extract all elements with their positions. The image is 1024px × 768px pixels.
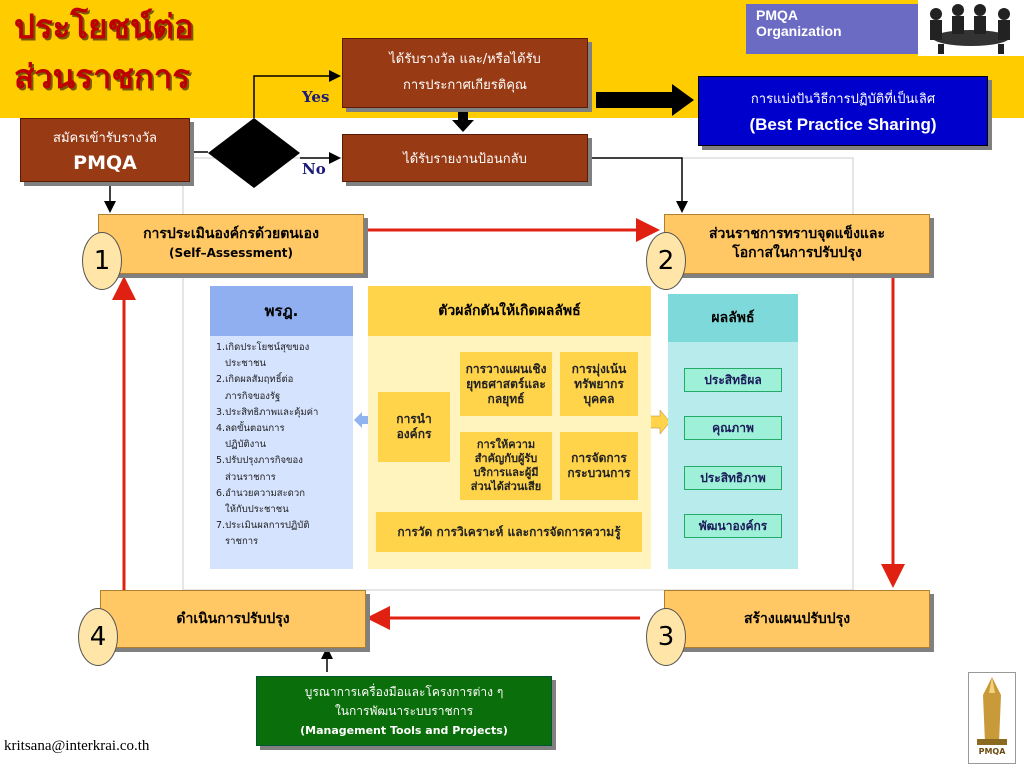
logo-text: PMQA xyxy=(978,747,1006,756)
strategy-box: การวางแผนเชิงยุทธศาสตร์และกลยุทธ์ xyxy=(460,352,552,416)
step-number-4: 4 xyxy=(78,608,118,666)
award-line-1: ได้รับรางวัล และ/หรือได้รับ xyxy=(389,52,541,67)
results-title: ผลลัพธ์ xyxy=(668,294,798,342)
vision-item: 2.เกิดผลสัมฤทธิ์ต่อ xyxy=(216,374,294,386)
feedback-label: ได้รับรายงานป้อนกลับ xyxy=(403,151,527,167)
footer-email: kritsana@interkrai.co.th xyxy=(4,738,150,754)
measurement-box: การวัด การวิเคราะห์ และการจัดการความรู้ xyxy=(376,512,642,552)
best-line-2: (Best Practice Sharing) xyxy=(749,114,937,134)
meeting-people-icon xyxy=(918,0,1024,56)
org-badge: PMQA Organization xyxy=(746,4,918,54)
award-box: ได้รับรางวัล และ/หรือได้รับ การประกาศเกี… xyxy=(342,38,588,108)
strategy-label: การวางแผนเชิงยุทธศาสตร์และกลยุทธ์ xyxy=(465,361,547,406)
vision-item: 3.ประสิทธิภาพและคุ้มค่า xyxy=(216,406,319,418)
tools-line-1: บูรณาการเครื่องมือและโครงการต่าง ๆ xyxy=(304,684,504,699)
step1-line-2: (Self–Assessment) xyxy=(168,246,293,260)
yes-label: Yes xyxy=(302,88,330,106)
no-label: No xyxy=(302,160,326,178)
step4-implement-box: ดำเนินการปรับปรุง xyxy=(100,590,366,648)
step1-self-assessment-box: การประเมินองค์กรด้วยตนเอง (Self–Assessme… xyxy=(98,214,364,274)
feedback-box: ได้รับรายงานป้อนกลับ xyxy=(342,134,588,182)
apply-award-box: สมัครเข้ารับรางวัล PMQA xyxy=(20,118,190,182)
vision-item: 4.ลดขั้นตอนการ xyxy=(216,423,285,435)
result-efficiency: ประสิทธิภาพ xyxy=(684,466,782,490)
hr-box: การมุ่งเน้นทรัพยากรบุคคล xyxy=(560,352,638,416)
result-quality: คุณภาพ xyxy=(684,416,782,440)
vision-item: ประชาชน xyxy=(216,358,267,370)
process-label: การจัดการกระบวนการ xyxy=(567,451,631,480)
result-org-development: พัฒนาองค์กร xyxy=(684,514,782,538)
page-title: ประโยชน์ต่อ ส่วนราชการ xyxy=(14,2,264,102)
step-number-1: 1 xyxy=(82,232,122,290)
org-line-2: Organization xyxy=(756,23,842,39)
vision-item: 7.ประเมินผลการปฏิบัติ xyxy=(216,520,310,532)
tools-line-2: ในการพัฒนาระบบราชการ xyxy=(334,703,474,718)
step4-label: ดำเนินการปรับปรุง xyxy=(176,610,290,627)
process-box: การจัดการกระบวนการ xyxy=(560,432,638,500)
management-tools-box: บูรณาการเครื่องมือและโครงการต่าง ๆ ในการ… xyxy=(256,676,552,746)
tools-line-3: (Management Tools and Projects) xyxy=(300,723,508,737)
leadership-label: การนำองค์กร xyxy=(396,412,432,441)
step3-plan-box: สร้างแผนปรับปรุง xyxy=(664,590,930,648)
vision-list: 1.เกิดประโยชน์สุขของ ประชาชน 2.เกิดผลสัมฤ… xyxy=(216,340,352,551)
best-line-1: การแบ่งปันวิธีการปฏิบัติที่เป็นเลิศ xyxy=(750,91,936,107)
vision-item: 6.อำนวยความสะดวก xyxy=(216,487,305,499)
result-effectiveness: ประสิทธิผล xyxy=(684,368,782,392)
best-practice-box: การแบ่งปันวิธีการปฏิบัติที่เป็นเลิศ (Bes… xyxy=(698,76,988,146)
drivers-title: ตัวผลักดันให้เกิดผลลัพธ์ xyxy=(368,286,651,336)
step1-line-1: การประเมินองค์กรด้วยตนเอง xyxy=(143,226,319,242)
pmqa-logo: PMQA xyxy=(968,672,1016,764)
apply-line-1: สมัครเข้ารับรางวัล xyxy=(53,130,157,146)
vision-item: ราชการ xyxy=(216,536,259,548)
title-line-1: ประโยชน์ต่อ xyxy=(14,7,194,46)
measurement-label: การวัด การวิเคราะห์ และการจัดการความรู้ xyxy=(397,524,621,539)
hr-label: การมุ่งเน้นทรัพยากรบุคคล xyxy=(571,361,627,406)
title-line-2: ส่วนราชการ xyxy=(14,57,191,96)
vision-item: ปฏิบัติงาน xyxy=(216,439,267,451)
customer-label: การให้ความสำคัญกับผู้รับบริการและผู้มีส่… xyxy=(470,438,542,493)
vision-item: ภารกิจของรัฐ xyxy=(216,390,281,402)
step2-line-2: โอกาสในการปรับปรุง xyxy=(732,245,862,261)
leadership-box: การนำองค์กร xyxy=(378,392,450,462)
customer-box: การให้ความสำคัญกับผู้รับบริการและผู้มีส่… xyxy=(460,432,552,500)
decision-diamond xyxy=(208,118,300,188)
step-number-3: 3 xyxy=(646,608,686,666)
vision-title: พรฎ. xyxy=(210,286,353,336)
apply-line-2: PMQA xyxy=(73,151,137,174)
vision-item: ให้กับประชาชน xyxy=(216,504,289,516)
step-number-2: 2 xyxy=(646,232,686,290)
step3-label: สร้างแผนปรับปรุง xyxy=(743,610,851,627)
vision-item: 5.ปรับปรุงภารกิจของ xyxy=(216,455,303,467)
vision-item: 1.เกิดประโยชน์สุขของ xyxy=(216,342,310,353)
org-line-1: PMQA xyxy=(756,7,798,23)
award-line-2: การประกาศเกียรติคุณ xyxy=(403,78,527,93)
step2-line-1: ส่วนราชการทราบจุดแข็งและ xyxy=(708,226,886,242)
vision-item: ส่วนราชการ xyxy=(216,471,276,483)
step2-strengths-box: ส่วนราชการทราบจุดแข็งและ โอกาสในการปรับป… xyxy=(664,214,930,274)
